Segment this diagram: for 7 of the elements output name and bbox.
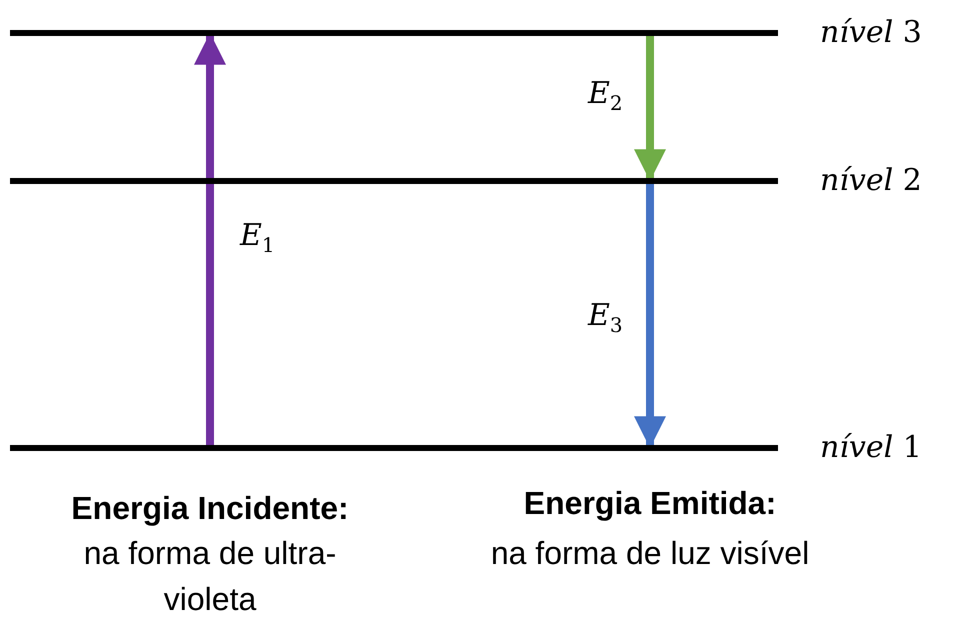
heading-text: Energia Emitida: — [522, 484, 778, 523]
description-text: na forma de luz visível — [490, 534, 810, 573]
description-text: na forma de ultra-violeta — [82, 534, 338, 619]
level-label: nível 1 — [820, 431, 922, 465]
level-label: nível 3 — [820, 16, 922, 50]
level-label: nível 2 — [820, 164, 922, 198]
heading-text: Energia Incidente: — [70, 489, 350, 528]
